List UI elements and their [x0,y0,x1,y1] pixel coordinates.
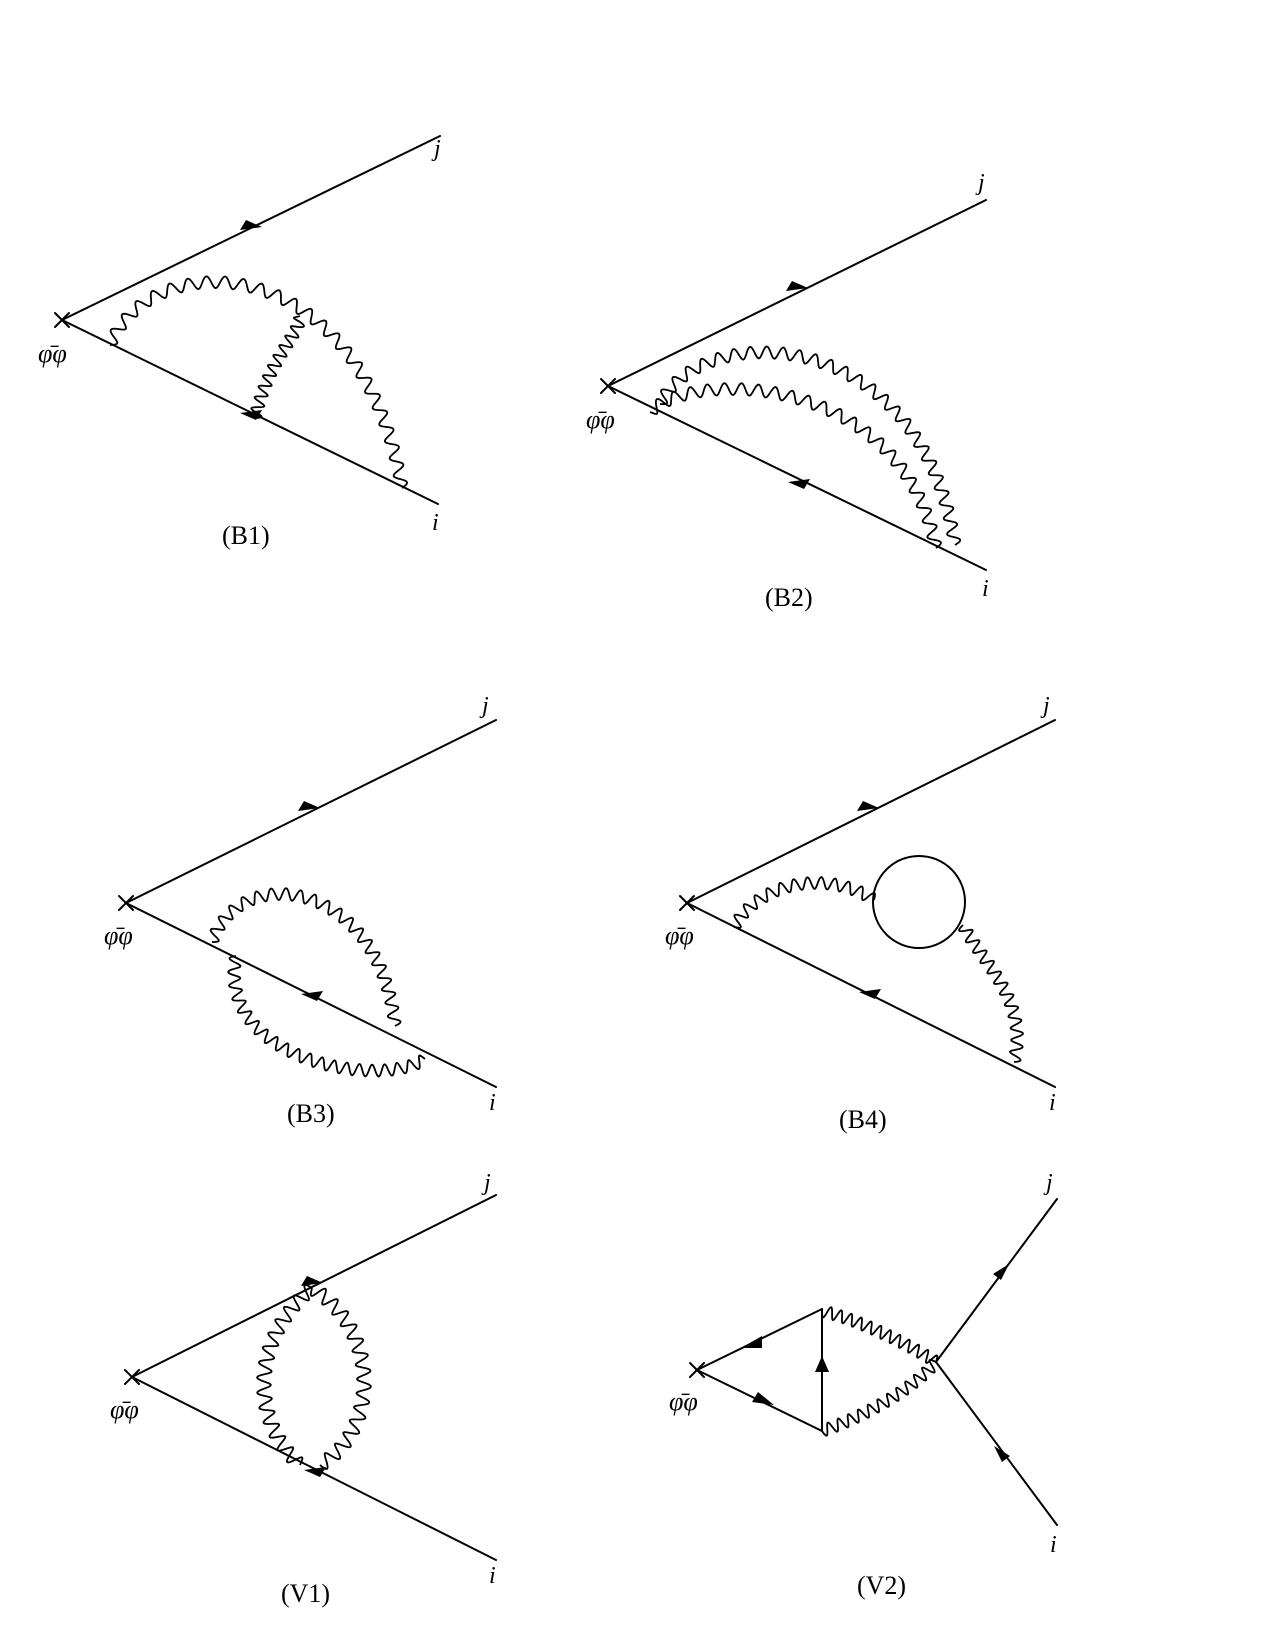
vertex-cross [679,895,695,911]
arrow-j [993,1264,1009,1280]
arrow-i [859,989,881,999]
arrow-triangle-bottom [752,1392,774,1405]
arrow-j [301,1276,323,1286]
diagram-b1: j i φ̄φ (B1) [38,135,441,550]
label-j: j [1043,1170,1053,1196]
fermion-line-i [935,1361,1058,1526]
diagram-b3: j i φ̄φ (B3) [104,693,497,1128]
vertex-cross [600,378,616,394]
caption-b1: (B1) [222,521,270,550]
vertex-cross [118,895,134,911]
photon-line-right [958,924,1024,1063]
arrow-triangle-vertical [815,1356,829,1372]
vertex-cross [54,312,70,328]
vertex-label: φ̄φ [669,1387,698,1416]
diagram-b4: j i φ̄φ (B4) [665,693,1056,1134]
caption-b3: (B3) [287,1099,335,1128]
label-j: j [479,693,489,719]
label-j: j [481,1170,491,1196]
arrow-j [857,801,879,811]
photon-line-upper [821,1306,939,1364]
label-i: i [432,510,439,536]
photon-line-inner [649,382,942,549]
vertex-label: φ̄φ [665,921,694,950]
fermion-line-j [131,1194,497,1378]
loop-bubble [872,855,966,949]
label-i: i [1049,1090,1056,1116]
label-i: i [1050,1532,1057,1558]
arrow-j [298,801,320,811]
vertex-label: φ̄φ [38,339,67,368]
fermion-line-j [686,719,1056,904]
arrow-i [304,1467,326,1477]
arrow-i [788,479,810,489]
photon-line-outer [109,275,409,489]
photon-line-lower [227,955,426,1078]
photon-line-upper [209,887,402,1027]
arrow-i [301,991,323,1001]
fermion-line-i [607,385,987,571]
vertex-cross [124,1369,140,1385]
label-j: j [975,170,985,196]
caption-b2: (B2) [765,583,813,612]
arrow-i [994,1446,1010,1462]
caption-v1: (V1) [281,1579,330,1608]
fermion-line-j [125,719,497,904]
photon-line-outer [659,345,962,546]
photon-line-right [309,1287,372,1470]
label-j: j [431,136,441,162]
diagram-b2: j i φ̄φ (B2) [586,170,989,612]
label-j: j [1040,693,1050,719]
photon-line-left [256,1283,313,1466]
caption-b4: (B4) [839,1105,887,1134]
caption-v2: (V2) [857,1571,906,1600]
fermion-line-j [607,199,987,387]
photon-line-lower [821,1358,937,1437]
diagram-v2: j i φ̄φ (V2) [669,1170,1058,1600]
arrow-j [240,220,262,230]
photon-line-left [733,876,876,929]
label-i: i [489,1563,496,1589]
vertex-label: φ̄φ [104,921,133,950]
fermion-line-j [935,1198,1058,1363]
photon-line-inner [250,315,305,419]
fermion-line-i [131,1376,497,1561]
label-i: i [489,1090,496,1116]
arrow-triangle-top [741,1336,762,1348]
vertex-label: φ̄φ [586,405,615,434]
diagram-v1: j i φ̄φ (V1) [110,1170,497,1608]
label-i: i [982,576,989,602]
vertex-label: φ̄φ [110,1395,139,1424]
arrow-j [786,281,808,291]
